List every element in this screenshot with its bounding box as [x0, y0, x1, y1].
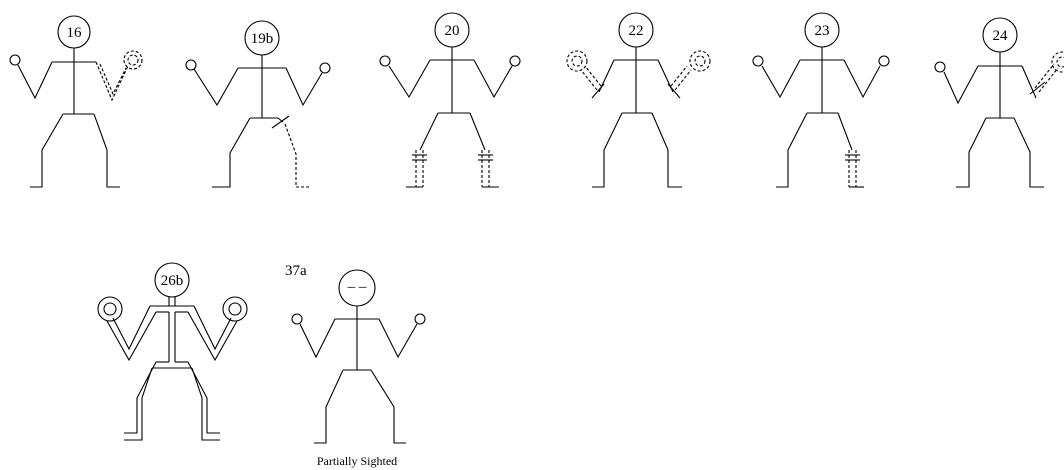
figure-16: 16 — [10, 16, 142, 187]
figure-24-label: 24 — [993, 28, 1009, 44]
figure-37a: 37a – – Partially Sighted — [285, 263, 425, 468]
figure-24: 24 — [935, 18, 1064, 187]
figure-23-label: 23 — [815, 23, 830, 39]
figure-22-label: 22 — [629, 23, 644, 39]
figure-26b: 26b — [98, 263, 247, 440]
figure-37a-head-text: – – — [347, 279, 367, 295]
figure-26b-label: 26b — [161, 273, 184, 289]
figure-16-label: 16 — [67, 25, 83, 41]
figure-19b: 19b — [186, 21, 330, 187]
figure-20-label: 20 — [445, 23, 460, 39]
figure-19b-label: 19b — [251, 31, 274, 47]
figure-23: 23 — [753, 13, 889, 187]
figure-37a-caption: Partially Sighted — [317, 454, 397, 468]
figure-22: 22 — [567, 13, 710, 187]
figure-37a-label: 37a — [285, 263, 307, 279]
figure-20: 20 — [380, 13, 520, 187]
